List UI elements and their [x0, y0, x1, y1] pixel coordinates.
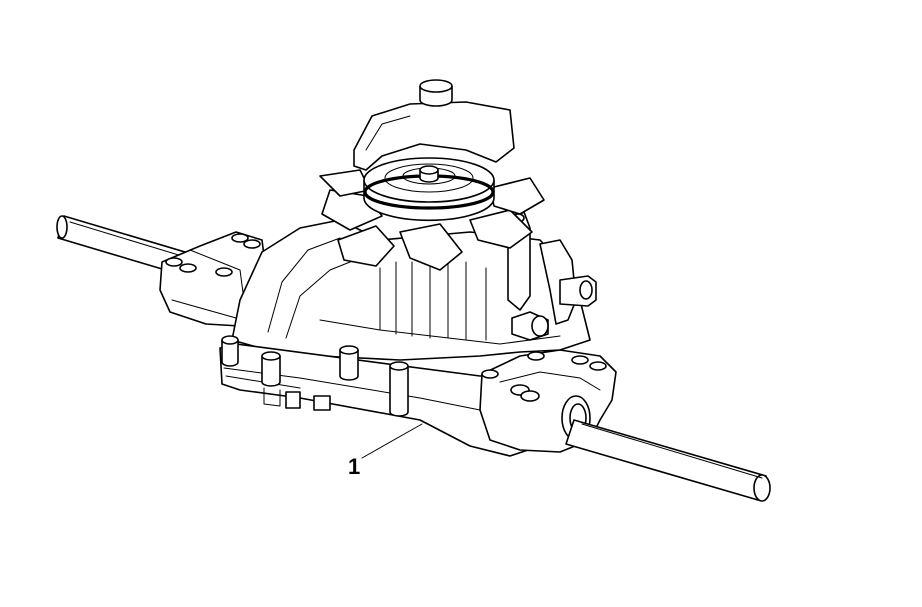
right-axle-shaft [565, 419, 771, 502]
fan-shroud [353, 79, 515, 171]
transaxle-case [231, 219, 591, 361]
input-pulley [363, 157, 495, 222]
callout-1: 1 [348, 423, 423, 479]
callout-leader-line [361, 423, 423, 459]
callout-number: 1 [348, 454, 360, 479]
mounting-bosses [221, 335, 409, 417]
